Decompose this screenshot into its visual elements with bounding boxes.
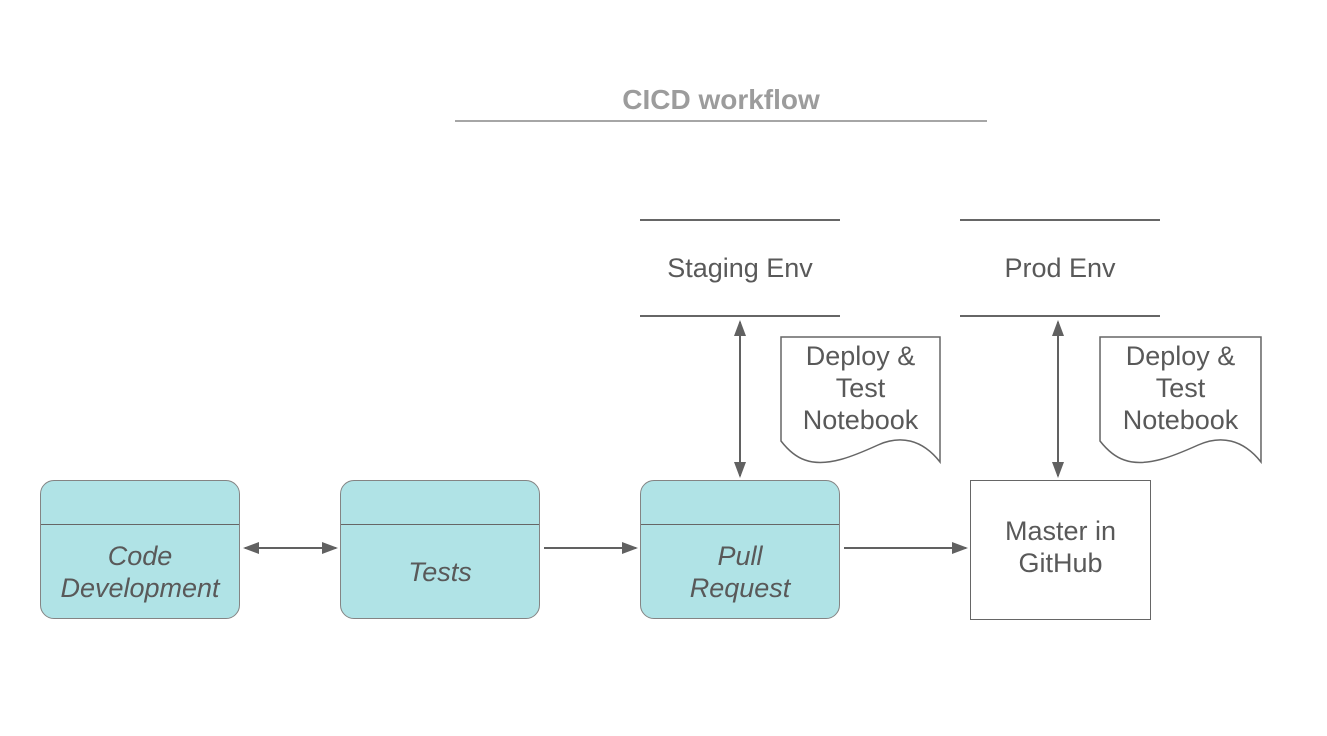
arrowhead-up-icon — [1052, 320, 1064, 336]
title-underline — [455, 120, 987, 122]
arrowhead-right-icon — [322, 542, 338, 554]
node-tests-label: Tests — [408, 556, 472, 587]
arrow-tests-to-pull-request — [542, 540, 638, 556]
arrowhead-up-icon — [734, 320, 746, 336]
lane-prod-env-label: Prod Env — [1004, 252, 1116, 283]
arrowhead-down-icon — [734, 462, 746, 478]
arrow-code-development-tests-bidirectional — [243, 540, 338, 556]
node-master-in-github-label: Master in GitHub — [1004, 516, 1117, 578]
arrow-shaft — [544, 547, 636, 549]
node-code-development: Code Development — [40, 480, 240, 619]
node-pull-request: Pull Request — [640, 480, 840, 619]
document-staging-label: Deploy & Test Notebook — [802, 341, 919, 435]
document-shape-icon — [1099, 336, 1262, 465]
node-pull-request-header — [641, 481, 839, 525]
document-prod-label: Deploy & Test Notebook — [1122, 341, 1239, 435]
diagram-title: CICD workflow — [622, 84, 820, 115]
node-pull-request-label: Pull Request — [689, 540, 791, 603]
document-shape-icon — [780, 336, 941, 465]
node-tests: Tests — [340, 480, 540, 619]
arrow-shaft — [739, 322, 741, 476]
arrow-shaft — [245, 547, 336, 549]
lane-staging-env: Staging Env — [640, 219, 840, 317]
arrow-shaft — [1057, 322, 1059, 476]
arrow-master-prod-env-bidirectional — [1050, 320, 1066, 478]
document-staging-deploy-test-notebook: Deploy & Test Notebook — [780, 336, 941, 465]
lane-prod-env: Prod Env — [960, 219, 1160, 317]
arrowhead-right-icon — [952, 542, 968, 554]
arrow-shaft — [844, 547, 966, 549]
arrowhead-right-icon — [622, 542, 638, 554]
arrow-pull-request-staging-env-bidirectional — [732, 320, 748, 478]
node-code-development-header — [41, 481, 239, 525]
node-master-in-github: Master in GitHub — [970, 480, 1151, 620]
arrowhead-down-icon — [1052, 462, 1064, 478]
document-prod-deploy-test-notebook: Deploy & Test Notebook — [1099, 336, 1262, 465]
arrowhead-left-icon — [243, 542, 259, 554]
node-tests-header — [341, 481, 539, 525]
node-code-development-label: Code Development — [60, 540, 220, 603]
arrow-pull-request-to-master — [842, 540, 968, 556]
lane-staging-env-label: Staging Env — [667, 252, 813, 283]
